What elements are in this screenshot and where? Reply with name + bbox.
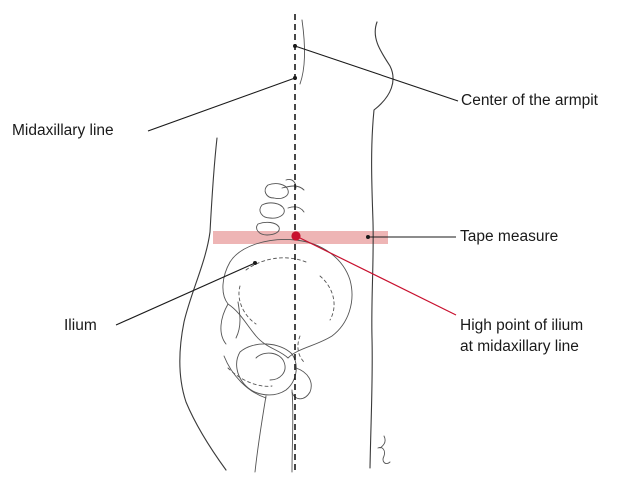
ilium-bone [221,239,352,398]
femur-bone [237,336,312,472]
label-ilium: Ilium [64,316,97,336]
vertebrae [257,179,304,235]
armpit-leader-line [295,46,458,101]
high-point-marker [291,231,300,240]
label-high-point-line1: High point of ilium [460,316,583,336]
label-tape-measure: Tape measure [460,227,558,247]
label-midaxillary-line: Midaxillary line [12,121,114,141]
midaxillary-leader-line [148,78,295,131]
high-point-leader-line [296,236,456,315]
side-contour [300,20,304,84]
body-back-outline [180,138,226,470]
label-center-of-armpit: Center of the armpit [461,91,598,111]
artist-signature [378,436,390,464]
label-high-point-line2: at midaxillary line [460,337,579,357]
body-front-outline [370,22,393,468]
tape-measure-band [213,231,388,244]
